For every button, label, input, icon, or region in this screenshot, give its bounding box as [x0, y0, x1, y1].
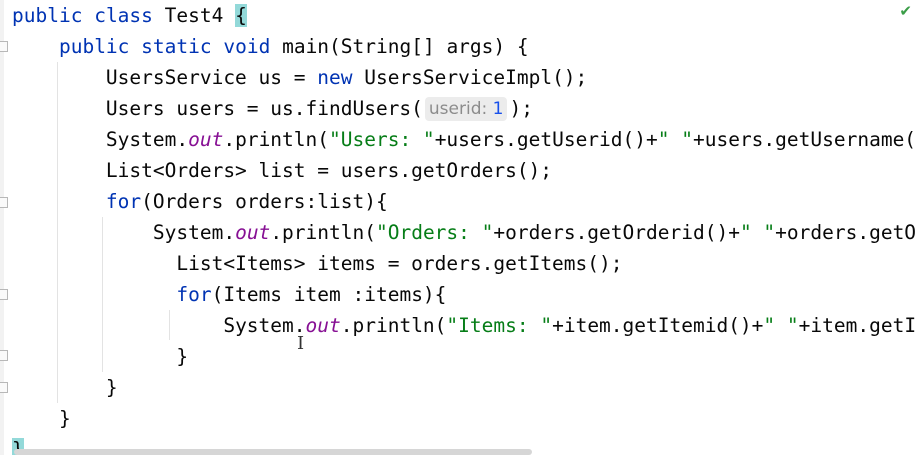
- string-token: "Orders: ": [375, 221, 494, 244]
- indent: [12, 345, 176, 368]
- code-token: }: [58, 407, 71, 430]
- static-field-token: out: [235, 221, 271, 244]
- code-token: (Items item :items){: [211, 283, 447, 306]
- code-token: Users users = us.findUsers(: [105, 97, 423, 120]
- keyword-token: for: [176, 283, 212, 306]
- indent: [12, 190, 106, 213]
- code-line[interactable]: }: [12, 341, 188, 372]
- indent: [12, 407, 59, 430]
- code-token: System.: [223, 314, 306, 337]
- fold-marker-icon[interactable]: [0, 41, 8, 52]
- indent: [12, 159, 106, 182]
- static-field-token: out: [188, 128, 224, 151]
- code-token: (Orders orders:list){: [141, 190, 388, 213]
- code-line[interactable]: public class Test4 {: [12, 0, 247, 31]
- string-token: "Users: ": [329, 128, 435, 151]
- indent: [12, 97, 106, 120]
- code-token: main(String[] args) {: [270, 35, 529, 58]
- code-token: }: [105, 376, 118, 399]
- keyword-token: public: [12, 4, 83, 27]
- code-line[interactable]: }: [12, 434, 24, 455]
- indent-guide: [169, 310, 170, 340]
- code-line[interactable]: public static void main(String[] args) {: [12, 31, 529, 62]
- code-token: +users.getUsername()+: [692, 128, 917, 151]
- indent: [12, 283, 176, 306]
- code-line[interactable]: Users users = us.findUsers(userid: 1);: [12, 93, 533, 124]
- fold-marker-icon[interactable]: [0, 350, 8, 361]
- parameter-hint: userid: 1: [424, 97, 508, 121]
- fold-marker-icon[interactable]: [0, 382, 8, 393]
- code-token: System.: [152, 221, 236, 244]
- indent: [12, 128, 106, 151]
- fold-marker-icon[interactable]: [0, 289, 8, 300]
- indent: [12, 66, 106, 89]
- keyword-token: new: [317, 66, 353, 89]
- code-line[interactable]: }: [12, 372, 118, 403]
- matched-brace: {: [235, 4, 247, 27]
- indent: [12, 314, 223, 337]
- code-line[interactable]: UsersService us = new UsersServiceImpl()…: [12, 62, 587, 93]
- parameter-hint-label: userid:: [428, 99, 488, 119]
- code-line[interactable]: }: [12, 403, 71, 434]
- parameter-hint-value: 1: [487, 99, 504, 119]
- matched-brace: }: [12, 438, 24, 455]
- code-token: +orders.getOrderid()+: [493, 221, 740, 244]
- code-token: +item.getItemn: [798, 314, 917, 337]
- indent-guide: [57, 62, 58, 403]
- code-token: .println(: [340, 314, 447, 337]
- keyword-token: void: [223, 35, 271, 58]
- check-icon: ✔: [899, 2, 912, 20]
- text-cursor-icon: I: [297, 333, 305, 354]
- keyword-token: static: [141, 35, 212, 58]
- code-token: }: [176, 345, 189, 368]
- string-token: " ": [763, 314, 799, 337]
- code-token: List<Items> items = orders.getItems();: [176, 252, 623, 275]
- code-token: +item.getItemid()+: [552, 314, 764, 337]
- keyword-token: public: [58, 35, 130, 58]
- code-token: +orders.getOrder: [775, 221, 917, 244]
- code-token: [82, 4, 94, 27]
- keyword-token: for: [105, 190, 142, 213]
- string-token: "Items: ": [446, 314, 553, 337]
- string-token: " ": [739, 221, 776, 244]
- code-token: );: [509, 97, 533, 120]
- indent-guide: [102, 217, 103, 372]
- code-line[interactable]: for(Items item :items){: [12, 279, 446, 310]
- code-line[interactable]: List<Items> items = orders.getItems();: [12, 248, 623, 279]
- code-token: +users.getUserid()+: [434, 128, 658, 151]
- code-line[interactable]: System.out.println("Items: "+item.getIte…: [12, 310, 917, 341]
- code-token: [129, 35, 141, 58]
- code-token: UsersService us =: [105, 66, 318, 89]
- indent: [12, 376, 106, 399]
- code-line[interactable]: for(Orders orders:list){: [12, 186, 388, 217]
- code-token: [212, 35, 224, 58]
- code-token: System.: [105, 128, 189, 151]
- code-line[interactable]: List<Orders> list = users.getOrders();: [12, 155, 552, 186]
- horizontal-scrollbar[interactable]: [14, 449, 532, 455]
- static-field-token: out: [305, 314, 341, 337]
- code-token: List<Orders> list = users.getOrders();: [105, 159, 553, 182]
- indent: [12, 252, 176, 275]
- keyword-token: class: [94, 4, 153, 27]
- code-token: UsersServiceImpl();: [352, 66, 588, 89]
- code-line[interactable]: System.out.println("Orders: "+orders.get…: [12, 217, 917, 248]
- code-token: Test4: [152, 4, 236, 27]
- fold-marker-icon[interactable]: [0, 197, 8, 208]
- code-token: .println(: [223, 128, 330, 151]
- code-token: .println(: [270, 221, 376, 244]
- code-line[interactable]: System.out.println("Users: "+users.getUs…: [12, 124, 917, 155]
- gutter: [0, 0, 4, 455]
- indent: [12, 221, 153, 244]
- string-token: " ": [657, 128, 693, 151]
- indent: [12, 35, 59, 58]
